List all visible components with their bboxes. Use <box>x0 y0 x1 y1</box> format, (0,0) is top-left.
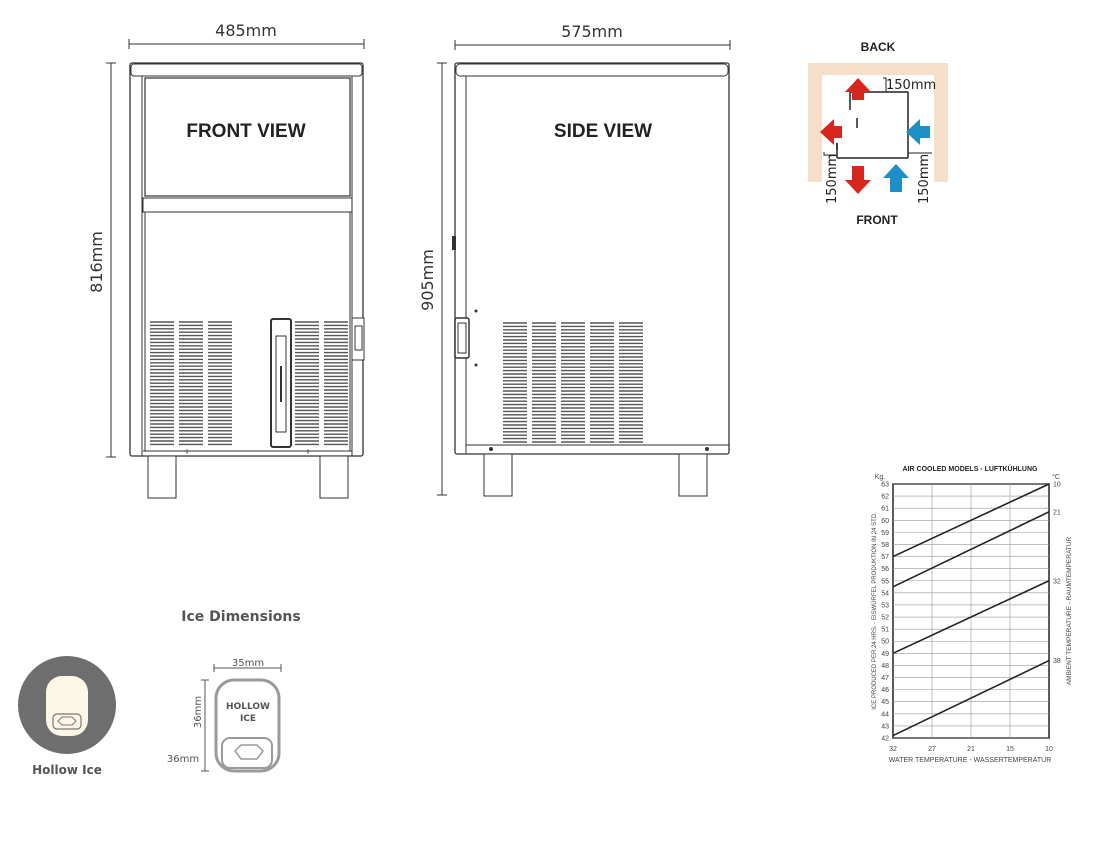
chart-y-tick: 44 <box>881 711 889 718</box>
front-upper-door <box>144 77 351 197</box>
chart-y-unit: Kg. <box>875 474 886 481</box>
chart-series-line <box>892 659 1050 737</box>
chart-series-label: 32 <box>1053 578 1061 585</box>
chart-y-tick: 48 <box>881 663 889 670</box>
side-top-lid <box>455 63 729 77</box>
chart-series-line <box>892 511 1050 588</box>
ice-height-label: 36mm <box>193 696 204 728</box>
clearance-back-label: BACK <box>861 40 896 54</box>
production-chart: AIR COOLED MODELS - LUFTKÜHLUNG Kg. °C 4… <box>871 464 1073 764</box>
cube-label-line1: HOLLOW <box>226 702 270 712</box>
chart-y-tick: 60 <box>881 518 889 525</box>
side-front-leg <box>483 453 513 497</box>
chart-series-label: 21 <box>1053 509 1061 516</box>
chart-x-tick: 10 <box>1045 746 1053 753</box>
back-wall <box>808 63 948 75</box>
chart-x-tick: 32 <box>889 746 897 753</box>
side-vent-grille <box>503 322 643 443</box>
chart-y-tick: 43 <box>881 723 889 730</box>
chart-y2-label: AMBIENT TEMPERATURE - RAUMTEMPERATUR <box>1066 537 1073 686</box>
svg-text:+: + <box>184 447 190 458</box>
clearance-top-gap: 150mm <box>886 78 936 93</box>
chart-y-tick: 49 <box>881 651 889 658</box>
chart-y-tick: 53 <box>881 602 889 609</box>
side-rear-leg <box>678 453 708 497</box>
clearance-right-gap: 150mm <box>917 154 932 204</box>
chart-y-tick: 55 <box>881 578 889 585</box>
chart-y-tick: 54 <box>881 590 889 597</box>
chart-y2-unit: °C <box>1052 473 1060 481</box>
chart-y-tick: 59 <box>881 530 889 537</box>
ice-section: Ice Dimensions Hollow Ice 35mm 36mm 36mm… <box>18 609 301 777</box>
right-wall <box>934 75 948 182</box>
chart-x-label: WATER TEMPERATURE - WASSERTEMPERATUR <box>889 757 1052 764</box>
front-height-label: 816mm <box>87 231 106 293</box>
ice-depth-label: 36mm <box>167 754 199 765</box>
hot-air-down-arrow-icon <box>845 166 871 194</box>
side-height-label: 905mm <box>418 249 437 311</box>
clearance-front-label: FRONT <box>856 213 898 227</box>
side-depth-label: 575mm <box>561 22 623 41</box>
left-wall <box>808 75 822 182</box>
chart-x-tick: 15 <box>1006 746 1014 753</box>
hot-air-left-arrow-icon <box>820 119 842 145</box>
chart-y-tick: 42 <box>881 736 889 743</box>
chart-y-tick: 47 <box>881 675 889 682</box>
side-view-title: SIDE VIEW <box>554 121 652 142</box>
front-left-leg <box>147 455 177 499</box>
chart-y-tick: 62 <box>881 494 889 501</box>
chart-y-ticks: 42 43 44 45 46 47 48 49 50 51 52 53 54 55 56 57 58 59 60 61… <box>881 482 889 743</box>
chart-series-lines <box>892 483 1050 737</box>
hot-air-up-arrow-icon <box>845 78 871 100</box>
front-top-lid <box>130 63 363 77</box>
cold-air-up-arrow-icon <box>883 164 909 192</box>
svg-text:+: + <box>305 447 311 458</box>
hollow-ice-caption: Hollow Ice <box>32 763 102 777</box>
side-view-drawing: 575mm 905mm SIDE VIEW <box>418 22 731 497</box>
chart-y-tick: 46 <box>881 687 889 694</box>
chart-y-tick: 58 <box>881 542 889 549</box>
ice-section-title: Ice Dimensions <box>181 609 300 625</box>
front-divider-band <box>142 197 353 213</box>
chart-x-tick: 27 <box>928 746 936 753</box>
clearance-left-gap: 150mm <box>825 154 840 204</box>
front-width-label: 485mm <box>215 21 277 40</box>
ice-width-label: 35mm <box>232 658 264 669</box>
chart-y-tick: 56 <box>881 566 889 573</box>
chart-y-tick: 61 <box>881 506 889 513</box>
chart-y-tick: 52 <box>881 615 889 622</box>
chart-y-tick: 63 <box>881 482 889 489</box>
chart-series-label: 10 <box>1053 482 1061 489</box>
chart-y-tick: 45 <box>881 699 889 706</box>
cold-air-left-arrow-icon <box>906 119 930 145</box>
chart-series-label: 38 <box>1053 658 1061 665</box>
front-view-drawing: 485mm 816mm + + FRONT <box>87 21 365 499</box>
chart-title: AIR COOLED MODELS - LUFTKÜHLUNG <box>903 464 1038 473</box>
chart-y-tick: 50 <box>881 639 889 646</box>
side-cabinet-body <box>454 62 730 455</box>
front-right-leg <box>319 455 349 499</box>
chart-series-line <box>892 580 1050 655</box>
chart-y-label: ICE PRODUCED PER 24 HRS. - EISWÜRFEL PRO… <box>871 512 878 710</box>
chart-series-labels: 10 21 32 38 <box>1053 482 1061 666</box>
chart-x-ticks: 32 27 21 15 10 <box>889 746 1053 753</box>
chart-series-line <box>892 483 1050 558</box>
chart-y-tick: 57 <box>881 554 889 561</box>
cube-label-line2: ICE <box>240 714 256 724</box>
front-lower-panel <box>144 211 351 452</box>
clearance-diagram: BACK 150mm 150mm 150mm FRONT <box>808 40 948 227</box>
front-view-title: FRONT VIEW <box>186 121 305 142</box>
chart-x-tick: 21 <box>967 746 975 753</box>
front-vent-grille <box>150 321 348 446</box>
chart-y-tick: 51 <box>881 627 889 634</box>
